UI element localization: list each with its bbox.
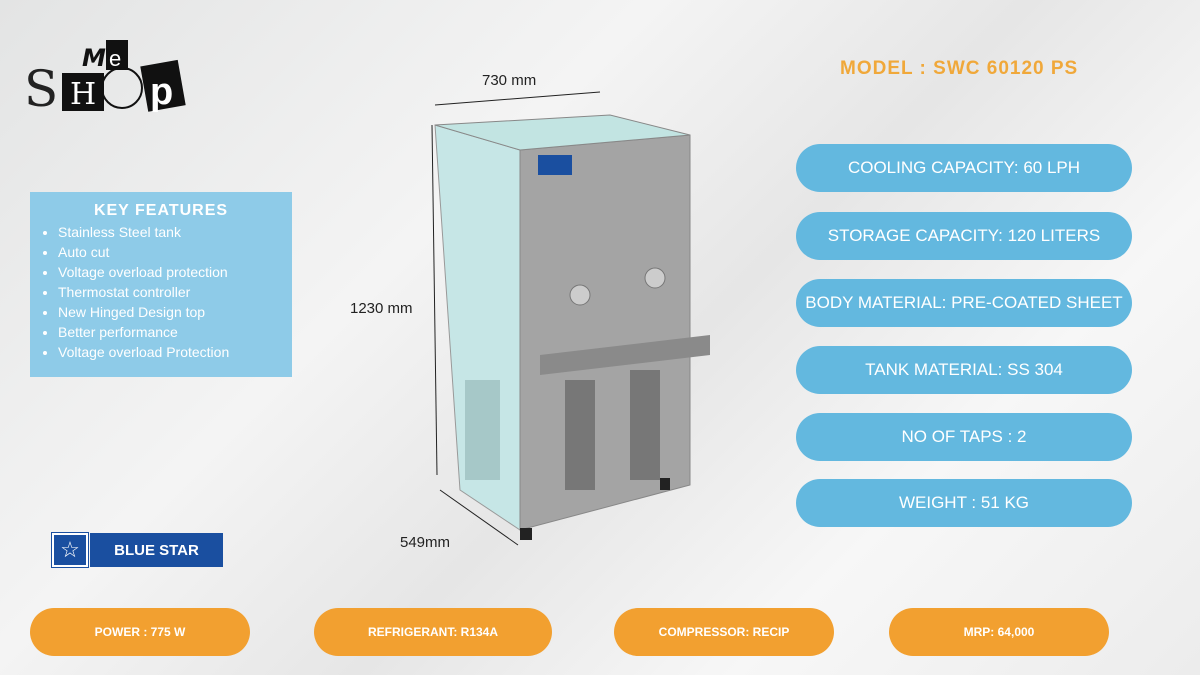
feature-item: Better performance xyxy=(58,322,278,342)
svg-text:H: H xyxy=(70,77,96,112)
spec-cooling-capacity: COOLING CAPACITY: 60 LPH xyxy=(796,144,1132,192)
feature-item: Auto cut xyxy=(58,242,278,262)
spec-weight: WEIGHT : 51 KG xyxy=(796,479,1132,527)
feature-item: Voltage overload Protection xyxy=(58,342,278,362)
water-cooler-image xyxy=(431,91,710,546)
feature-item: Stainless Steel tank xyxy=(58,222,278,242)
spec-body-material: BODY MATERIAL: PRE-COATED SHEET xyxy=(796,279,1132,327)
feature-item: Voltage overload protection xyxy=(58,262,278,282)
width-dimension: 730 mm xyxy=(482,72,537,89)
height-dimension: 1230 mm xyxy=(350,300,413,317)
spec-storage-capacity: STORAGE CAPACITY: 120 LITERS xyxy=(796,212,1132,260)
star-icon: ☆ xyxy=(51,532,89,568)
compressor-pill: COMPRESSOR: RECIP xyxy=(614,608,834,656)
key-features-title: KEY FEATURES xyxy=(93,202,229,219)
model-title: MODEL : SWC 60120 PS xyxy=(840,58,1079,79)
svg-text:S: S xyxy=(24,60,58,113)
svg-text:p: p xyxy=(150,71,173,113)
refrigerant-pill: REFRIGERANT: R134A xyxy=(314,608,552,656)
depth-dimension: 549mm xyxy=(400,534,451,551)
mrp-pill: MRP: 64,000 xyxy=(889,608,1109,656)
svg-text:M: M xyxy=(82,44,106,72)
feature-item: New Hinged Design top xyxy=(58,302,278,322)
spec-tank-material: TANK MATERIAL: SS 304 xyxy=(796,346,1132,394)
key-features-panel: KEY FEATURES Stainless Steel tank Auto c… xyxy=(30,192,292,377)
blue-star-logo: ☆ BLUE STAR xyxy=(51,532,223,568)
power-pill: POWER : 775 W xyxy=(30,608,250,656)
svg-text:e: e xyxy=(109,46,121,71)
feature-item: Thermostat controller xyxy=(58,282,278,302)
spec-taps: NO OF TAPS : 2 xyxy=(796,413,1132,461)
meshop-logo: S H M e p xyxy=(24,40,186,113)
brand-name: BLUE STAR xyxy=(90,533,223,567)
